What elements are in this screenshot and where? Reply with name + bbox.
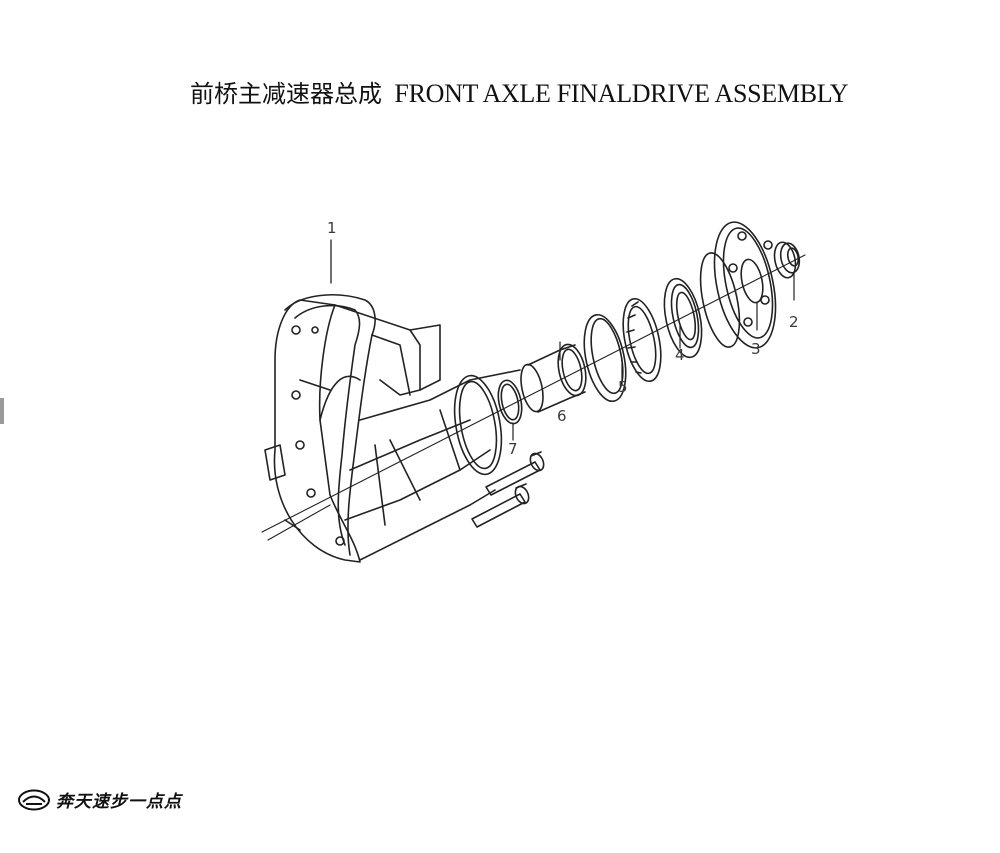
page-title: 前桥主减速器总成 FRONT AXLE FINALDRIVE ASSEMBLY [190, 74, 910, 109]
part-5-shim [583, 313, 627, 403]
footer-brand: 奔天速步一点点 [18, 787, 182, 812]
part-7-o-ring [497, 379, 523, 425]
title-english: FRONT AXLE FINALDRIVE ASSEMBLY [394, 79, 849, 108]
callout-4: 4 [675, 346, 685, 364]
part-3-flange [699, 221, 777, 349]
part-1-housing [264, 294, 521, 563]
footer-slogan: 奔天速步一点点 [56, 792, 182, 812]
part-6-sleeve [520, 341, 587, 413]
callout-3: 3 [751, 340, 761, 358]
part-4-bearing [622, 277, 703, 383]
assembly-axis-line-2 [267, 504, 331, 541]
assembly-axis-line [261, 254, 806, 533]
bolt-upper [485, 451, 545, 496]
callout-2: 2 [789, 313, 799, 331]
bolt-lower [471, 483, 530, 528]
title-chinese: 前桥主减速器总成 [190, 80, 382, 108]
emblem-icon [18, 789, 50, 810]
callout-5: 5 [618, 378, 628, 396]
callout-7: 7 [508, 440, 518, 458]
callout-1: 1 [327, 219, 337, 237]
edge-mark [0, 398, 4, 424]
part-2-nut [773, 241, 801, 301]
callout-6: 6 [557, 407, 567, 425]
